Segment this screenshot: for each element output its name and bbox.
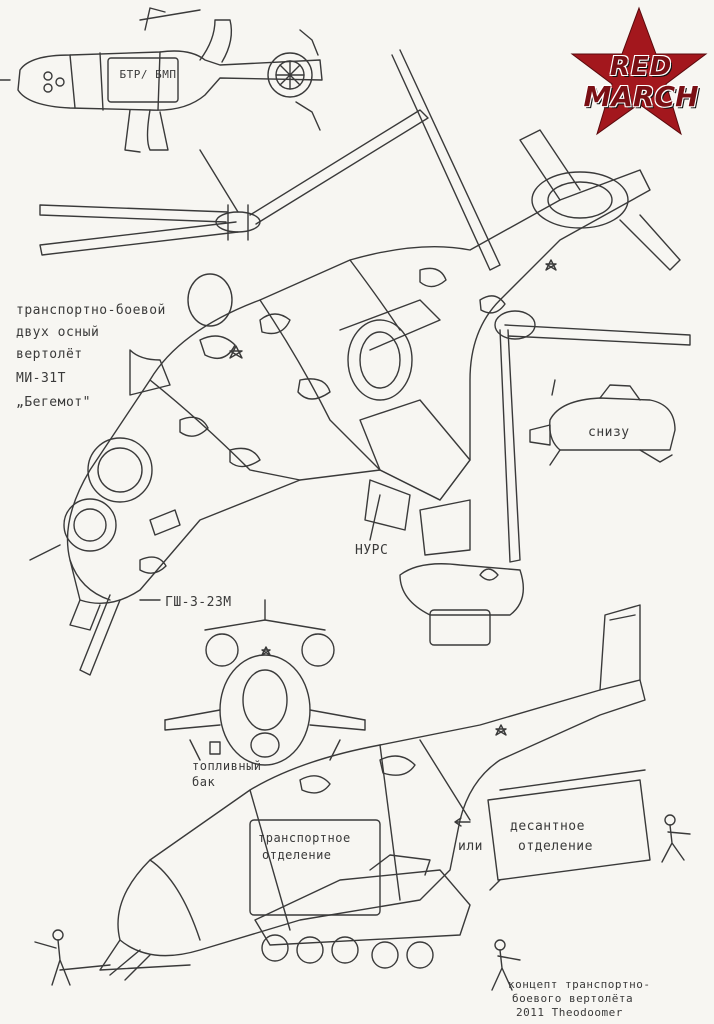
label-gun: ГШ-3-23М	[165, 595, 232, 610]
label-transport-bay-1: транспортное	[258, 831, 351, 845]
pod-sketch	[399, 563, 524, 646]
signature-line-3: 2011 Theodoomer	[516, 1006, 623, 1019]
label-fuel-tank-2: бак	[192, 775, 216, 789]
signature-line-2: боевого вертолёта	[512, 992, 634, 1005]
logo-text-red: RED	[609, 52, 673, 82]
description-line-1: транспортно-боевой	[16, 303, 166, 318]
top-view-sketch	[0, 7, 323, 153]
description-line-4: МИ-31Т	[16, 371, 66, 386]
label-or: или	[458, 839, 483, 854]
main-helicopter-sketch	[29, 129, 681, 676]
signature-line-1: концепт транспортно-	[508, 978, 651, 991]
description-line-5: „Бегемот"	[16, 395, 91, 410]
red-march-logo: RED MARCH	[566, 6, 712, 138]
bottom-view-sketch	[529, 379, 676, 466]
label-fuel-tank-1: топливный	[192, 759, 262, 773]
logo-text-march: MARCH	[583, 80, 699, 113]
label-rockets: НУРС	[355, 543, 389, 558]
red-star-icon	[570, 6, 708, 136]
label-bottom-view: снизу	[588, 425, 630, 440]
front-view-sketch	[164, 599, 366, 766]
label-landing-bay-1: десантное	[510, 819, 585, 834]
description-line-2: двух осный	[16, 325, 100, 340]
label-landing-bay-2: отделение	[518, 839, 593, 854]
side-view-sketch	[59, 604, 651, 981]
label-top-hatch: БТР/ БМП	[119, 68, 177, 81]
soldier-figures	[34, 814, 691, 991]
label-transport-bay-2: отделение	[262, 848, 332, 862]
description-line-3: вертолёт	[16, 347, 83, 362]
main-rotor-sketch	[39, 49, 691, 563]
annotation-lines	[139, 494, 381, 601]
